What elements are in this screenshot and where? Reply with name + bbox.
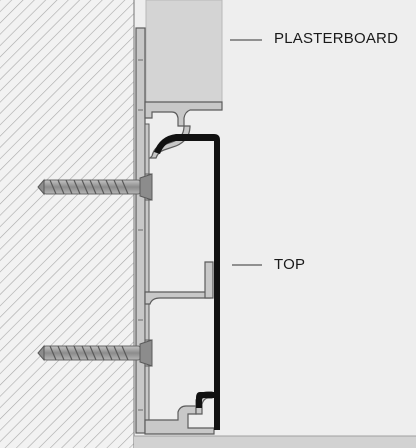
upper-screw	[37, 173, 153, 201]
cover-lower-clip	[196, 392, 214, 408]
lower-screw-tip	[37, 344, 45, 362]
back-plate-ridges	[138, 59, 143, 411]
middle-clip	[204, 261, 214, 299]
masonry-wall	[0, 0, 134, 448]
top-ledge	[144, 101, 223, 127]
lower-screw	[37, 339, 153, 367]
plasterboard-panel	[145, 0, 223, 105]
plasterboard-label: PLASTERBOARD	[274, 30, 399, 47]
floor-slab	[134, 436, 416, 448]
upper-screw-tip	[37, 178, 45, 196]
bottom-foot	[144, 405, 215, 435]
lower-screw-thread	[49, 345, 129, 361]
lower-screw-head	[139, 339, 153, 367]
middle-rib	[144, 291, 211, 305]
upper-screw-head	[139, 173, 153, 201]
top-label: TOP	[274, 256, 306, 273]
upper-screw-thread	[49, 179, 129, 195]
cover-profile	[154, 134, 220, 430]
profile-web	[144, 123, 150, 425]
